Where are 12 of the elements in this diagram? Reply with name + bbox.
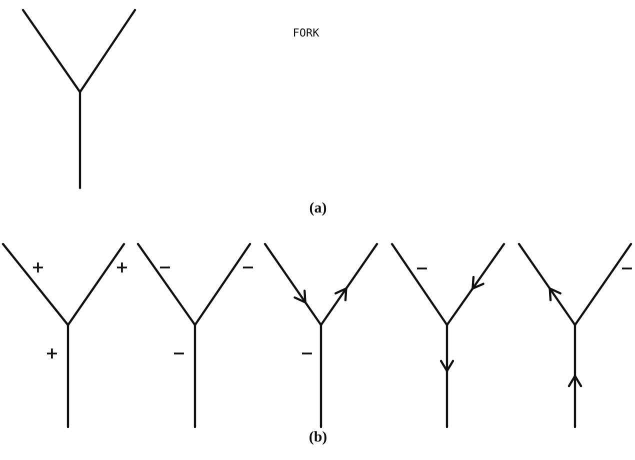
line-label: + <box>115 258 129 276</box>
part-caption: (a) <box>309 200 327 218</box>
line-label: − <box>620 258 634 278</box>
line-label: − <box>415 258 429 278</box>
part-caption: (b) <box>308 430 328 446</box>
line-label: − <box>241 258 255 276</box>
line-label: − <box>158 258 172 276</box>
line-label: + <box>45 344 59 362</box>
line-label: + <box>31 258 45 276</box>
line-label: − <box>300 344 314 362</box>
line-label: − <box>172 344 186 362</box>
diagram-title: FORK <box>292 26 320 40</box>
